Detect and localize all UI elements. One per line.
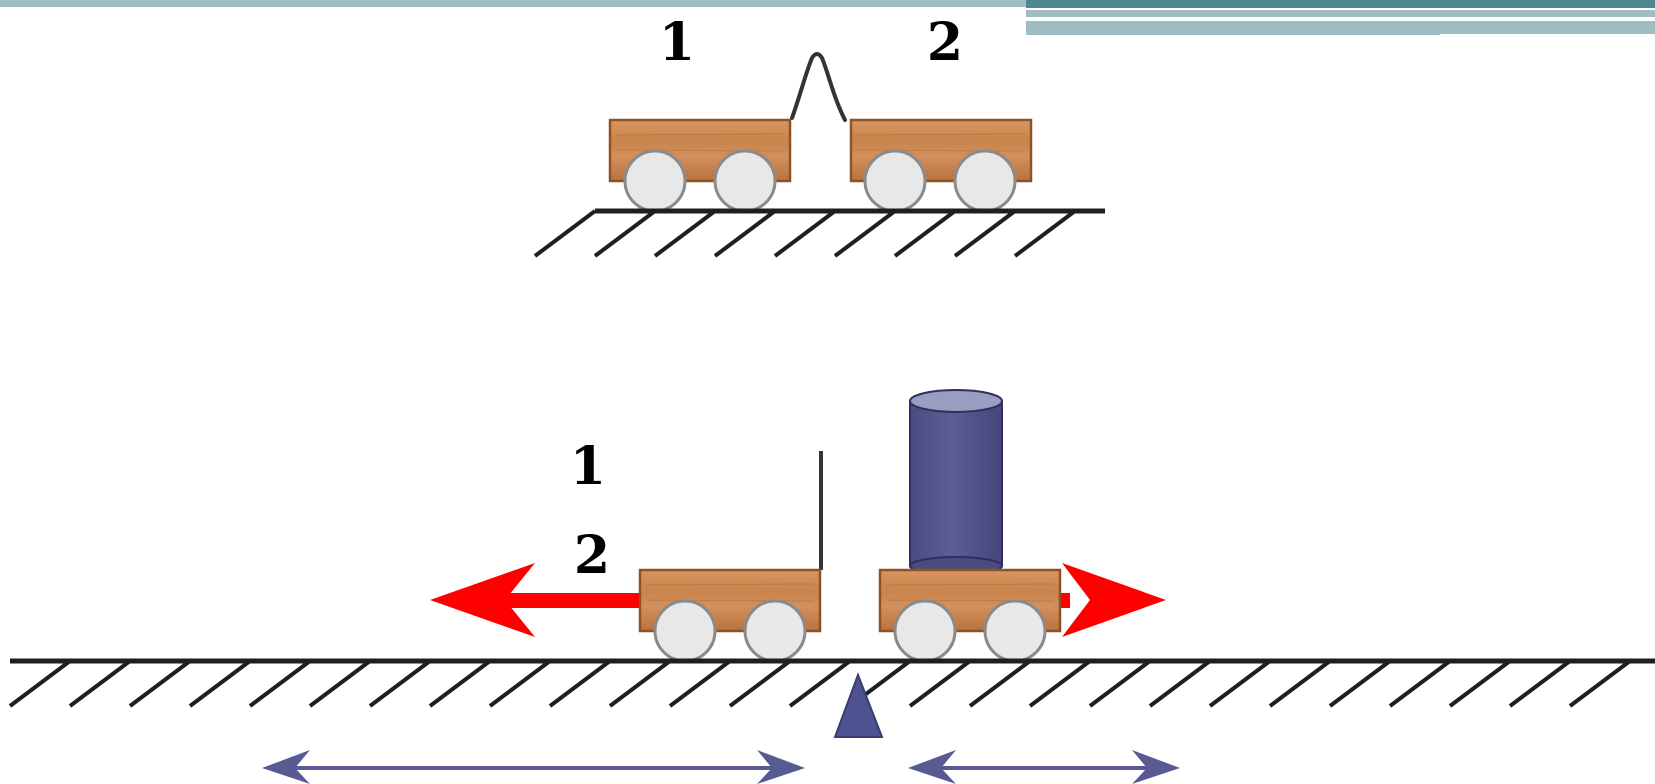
- cylinder-top: [909, 389, 1003, 413]
- bottom-cart-1: [638, 568, 822, 663]
- hatch-mark: [308, 659, 372, 708]
- hatch-mark: [833, 209, 897, 258]
- cylinder-weight-icon: [909, 389, 1003, 576]
- hatch-mark: [1508, 659, 1572, 708]
- bottom-scene: 1 2: [8, 389, 1655, 784]
- hatch-mark: [968, 659, 1032, 708]
- header-bar-right-low: [1026, 21, 1655, 35]
- wood-grain: [615, 149, 785, 152]
- hatch-mark: [533, 209, 597, 258]
- wood-grain: [615, 133, 785, 136]
- arrow-head: [430, 563, 535, 637]
- bottom-cart-label-2: 2: [574, 525, 610, 586]
- wheel: [983, 599, 1047, 663]
- bottom-cart-2: [878, 568, 1062, 663]
- hatch-mark: [1568, 659, 1632, 708]
- top-cart-1: [608, 118, 792, 213]
- arrow-head-left: [262, 750, 310, 784]
- hatch-mark: [368, 659, 432, 708]
- header-bar-right-top: [1026, 0, 1655, 8]
- hatch-mark: [428, 659, 492, 708]
- hatch-mark: [1328, 659, 1392, 708]
- hatch-mark: [1148, 659, 1212, 708]
- hatch-mark: [893, 209, 957, 258]
- arrow-head-right: [1132, 750, 1180, 784]
- hatch-mark: [728, 659, 792, 708]
- hatch-mark: [248, 659, 312, 708]
- hatch-mark: [713, 209, 777, 258]
- header-bar-right-mid: [1026, 10, 1655, 17]
- hatch-mark: [593, 209, 657, 258]
- hatch-mark: [488, 659, 552, 708]
- bottom-ground-hatching: [8, 659, 1632, 708]
- arrow-head: [1062, 563, 1166, 637]
- hatch-mark: [668, 659, 732, 708]
- top-cart-label-2: 2: [927, 12, 963, 73]
- left-force-arrow: [430, 563, 645, 637]
- hatch-mark: [188, 659, 252, 708]
- wood-grain: [645, 583, 815, 586]
- hatch-mark: [1388, 659, 1452, 708]
- top-cart-label-1: 1: [659, 12, 695, 73]
- wheel: [623, 149, 687, 213]
- wheel: [893, 599, 957, 663]
- left-span-arrow: [262, 750, 805, 784]
- header-bar-left: [0, 0, 1026, 7]
- wheel: [713, 149, 777, 213]
- hatch-mark: [1268, 659, 1332, 708]
- wheel: [653, 599, 717, 663]
- wheel: [743, 599, 807, 663]
- bent-spring-icon: [790, 52, 847, 122]
- arrow-shaft: [500, 593, 645, 608]
- wood-grain: [885, 583, 1055, 586]
- wood-grain: [856, 149, 1026, 152]
- right-span-arrow: [908, 750, 1180, 784]
- header-bar-gap: [1440, 34, 1655, 38]
- hatch-mark: [1028, 659, 1092, 708]
- hatch-mark: [1088, 659, 1152, 708]
- hatch-mark: [8, 659, 72, 708]
- hatch-mark: [128, 659, 192, 708]
- cylinder-body: [909, 400, 1003, 567]
- hatch-mark: [1013, 209, 1077, 258]
- wood-grain: [856, 133, 1026, 136]
- top-cart-2: [849, 118, 1033, 213]
- triangle-pivot-icon: [833, 672, 884, 738]
- wood-grain: [645, 599, 815, 602]
- hatch-mark: [1208, 659, 1272, 708]
- hatch-mark: [908, 659, 972, 708]
- hatch-mark: [1448, 659, 1512, 708]
- top-ground-hatching: [533, 209, 1077, 258]
- bottom-cart-label-1: 1: [570, 436, 606, 497]
- header-bars: [0, 0, 1655, 38]
- wood-grain: [885, 599, 1055, 602]
- hatch-mark: [953, 209, 1017, 258]
- wheel: [953, 149, 1017, 213]
- arrow-head-left: [908, 750, 956, 784]
- hatch-mark: [788, 659, 852, 708]
- hatch-mark: [773, 209, 837, 258]
- hatch-mark: [653, 209, 717, 258]
- wheel: [863, 149, 927, 213]
- top-scene: 1 2: [533, 12, 1105, 258]
- hatch-mark: [548, 659, 612, 708]
- hatch-mark: [68, 659, 132, 708]
- arrow-head-right: [757, 750, 805, 784]
- hatch-mark: [608, 659, 672, 708]
